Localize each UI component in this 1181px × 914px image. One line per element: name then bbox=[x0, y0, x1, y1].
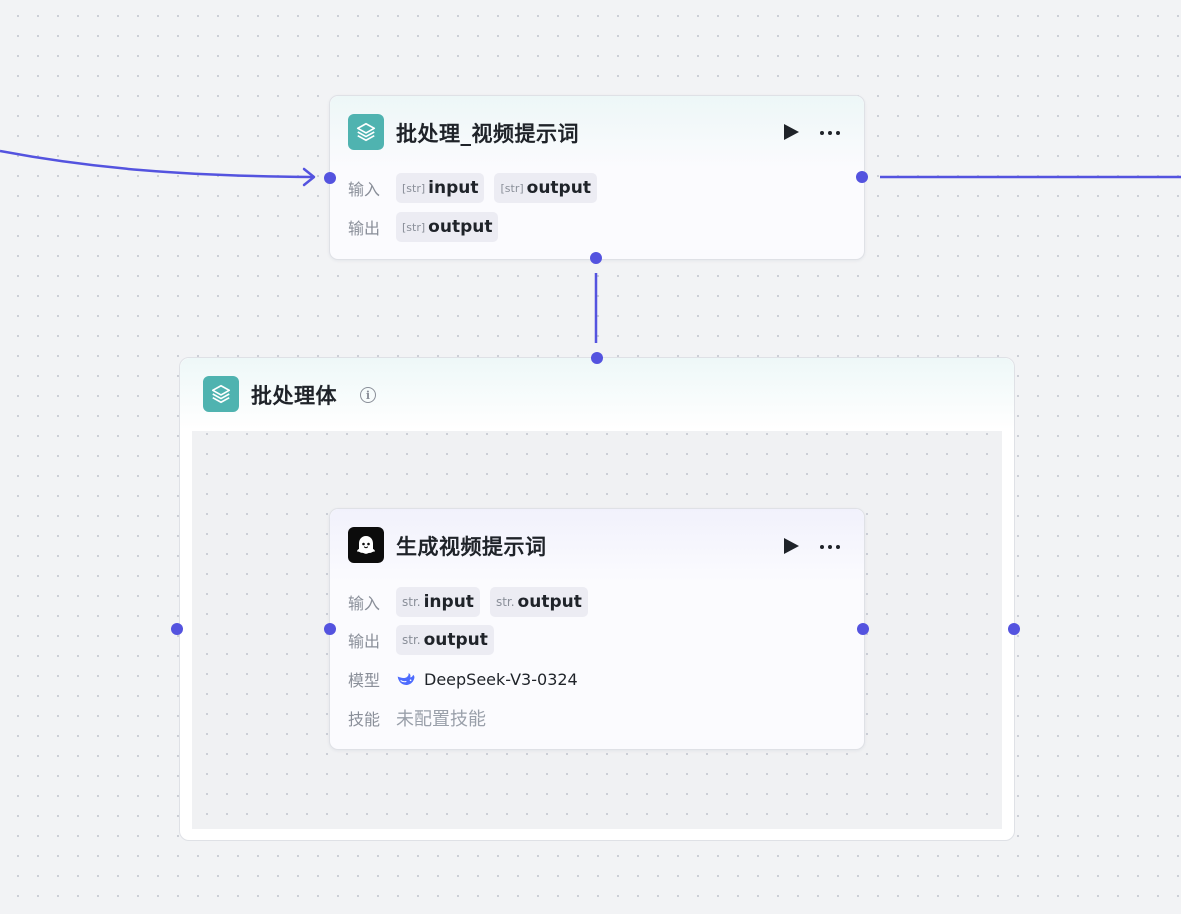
node-title: 生成视频提示词 bbox=[396, 535, 547, 559]
output-label: 输出 bbox=[348, 219, 381, 238]
output-row: 输出 str. output bbox=[348, 625, 504, 655]
skill-value: 未配置技能 bbox=[396, 709, 486, 730]
skill-label: 技能 bbox=[348, 710, 381, 729]
info-icon[interactable]: i bbox=[360, 387, 376, 403]
output-param-tag: str. output bbox=[396, 625, 494, 655]
llm-output-port[interactable] bbox=[857, 623, 869, 635]
input-row: 输入 str. input str. output bbox=[348, 587, 598, 617]
model-name: DeepSeek-V3-0324 bbox=[424, 669, 578, 689]
input-param-tag: str. input bbox=[396, 587, 480, 617]
group-top-port[interactable] bbox=[591, 352, 603, 364]
output-row: 输出 [str] output bbox=[348, 212, 508, 242]
group-title: 批处理体 bbox=[251, 384, 337, 408]
layers-icon bbox=[203, 376, 239, 412]
deepseek-whale-icon bbox=[397, 673, 415, 685]
llm-input-port[interactable] bbox=[324, 623, 336, 635]
batch-output-port[interactable] bbox=[856, 171, 868, 183]
input-param-tag: [str] output bbox=[494, 173, 597, 203]
input-label: 输入 bbox=[348, 180, 381, 199]
output-label: 输出 bbox=[348, 632, 381, 651]
group-inner-end-port[interactable] bbox=[1008, 623, 1020, 635]
batch-input-port[interactable] bbox=[324, 172, 336, 184]
more-dots-icon[interactable] bbox=[820, 131, 840, 135]
model-row: 模型 DeepSeek-V3-0324 bbox=[348, 664, 578, 694]
input-row: 输入 [str] input [str] output bbox=[348, 173, 607, 203]
more-dots-icon[interactable] bbox=[820, 545, 840, 549]
play-icon[interactable] bbox=[784, 124, 799, 140]
input-label: 输入 bbox=[348, 594, 381, 613]
input-param-tag: str. output bbox=[489, 587, 588, 617]
edge-arrowhead bbox=[302, 167, 316, 187]
ghost-icon bbox=[348, 527, 384, 563]
layers-icon bbox=[348, 114, 384, 150]
output-param-tag: [str] output bbox=[396, 212, 499, 242]
input-param-tag: [str] input bbox=[396, 173, 485, 203]
model-label: 模型 bbox=[348, 671, 381, 690]
llm-node[interactable]: 生成视频提示词 输入 str. input str. output 输出 str… bbox=[329, 508, 865, 750]
play-icon[interactable] bbox=[784, 538, 799, 554]
batch-body-port[interactable] bbox=[590, 252, 602, 264]
group-inner-start-port[interactable] bbox=[171, 623, 183, 635]
batch-node[interactable]: 批处理_视频提示词 输入 [str] input [str] output 输出… bbox=[329, 95, 865, 260]
skill-row: 技能 未配置技能 bbox=[348, 703, 486, 733]
edge-incoming-batch[interactable] bbox=[0, 149, 313, 179]
node-title: 批处理_视频提示词 bbox=[396, 122, 579, 146]
